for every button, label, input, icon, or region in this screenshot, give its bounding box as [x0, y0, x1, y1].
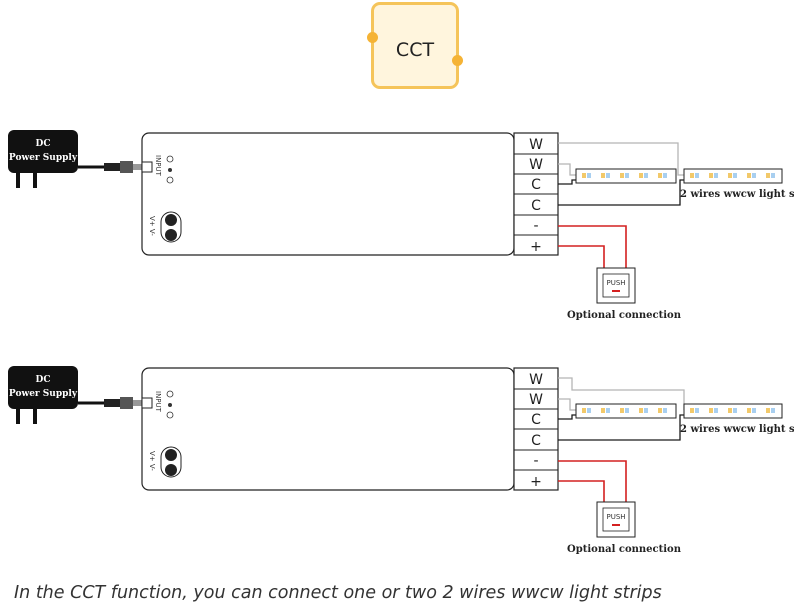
light-strip-2a: [575, 403, 677, 419]
light-strip-2b: [683, 403, 783, 419]
terminal-label: W: [529, 372, 543, 388]
push-button-1: PUSH: [596, 267, 636, 304]
terminal-label: C: [531, 412, 541, 428]
polarity-label: V+ V-: [148, 451, 156, 471]
terminal-label: +: [530, 239, 542, 255]
input-label: INPUT: [154, 155, 162, 177]
strip-label: 2 wires wwcw light strip: [680, 424, 794, 435]
push-label: PUSH: [606, 279, 625, 287]
power-supply-2: DC Power Supply: [8, 366, 142, 424]
push-button-2: PUSH: [596, 501, 636, 538]
terminal-label: -: [533, 218, 538, 234]
controller-1: INPUT V+ V- W W C C - +: [141, 132, 559, 256]
badge-connector-dot: [452, 55, 463, 66]
caption: In the CCT function, you can connect one…: [14, 583, 662, 603]
power-supply-subtitle: Power Supply: [9, 389, 78, 399]
power-supply-title: DC: [36, 375, 51, 385]
light-strip-1b: [683, 168, 783, 184]
terminal-label: W: [529, 157, 543, 173]
terminal-label: C: [531, 177, 541, 193]
terminal-label: C: [531, 433, 541, 449]
input-label: INPUT: [154, 391, 162, 413]
wires-1: [558, 142, 684, 274]
push-label: PUSH: [606, 513, 625, 521]
terminal-label: C: [531, 198, 541, 214]
wires-2: [558, 377, 685, 508]
optional-connection-label: Optional connection: [567, 310, 682, 321]
terminal-label: W: [529, 137, 543, 153]
power-supply-subtitle: Power Supply: [9, 153, 78, 163]
optional-connection-label: Optional connection: [567, 544, 682, 555]
mode-badge: CCT: [367, 2, 463, 89]
polarity-label: V+ V-: [148, 216, 156, 236]
strip-label: 2 wires wwcw light strip: [680, 189, 794, 200]
badge-connector-dot: [367, 32, 378, 43]
terminal-label: W: [529, 392, 543, 408]
light-strip-1a: [575, 168, 677, 184]
mode-label: CCT: [395, 39, 435, 61]
controller-2: INPUT V+ V- W W C C - +: [141, 367, 559, 491]
power-supply-title: DC: [36, 139, 51, 149]
wiring-set-1: DC Power Supply INPUT V+ V-: [8, 130, 794, 321]
wiring-set-2: DC Power Supply INPUT V+ V-: [8, 366, 794, 555]
terminal-label: -: [533, 453, 538, 469]
terminal-label: +: [530, 474, 542, 490]
power-supply-1: DC Power Supply: [8, 130, 142, 188]
